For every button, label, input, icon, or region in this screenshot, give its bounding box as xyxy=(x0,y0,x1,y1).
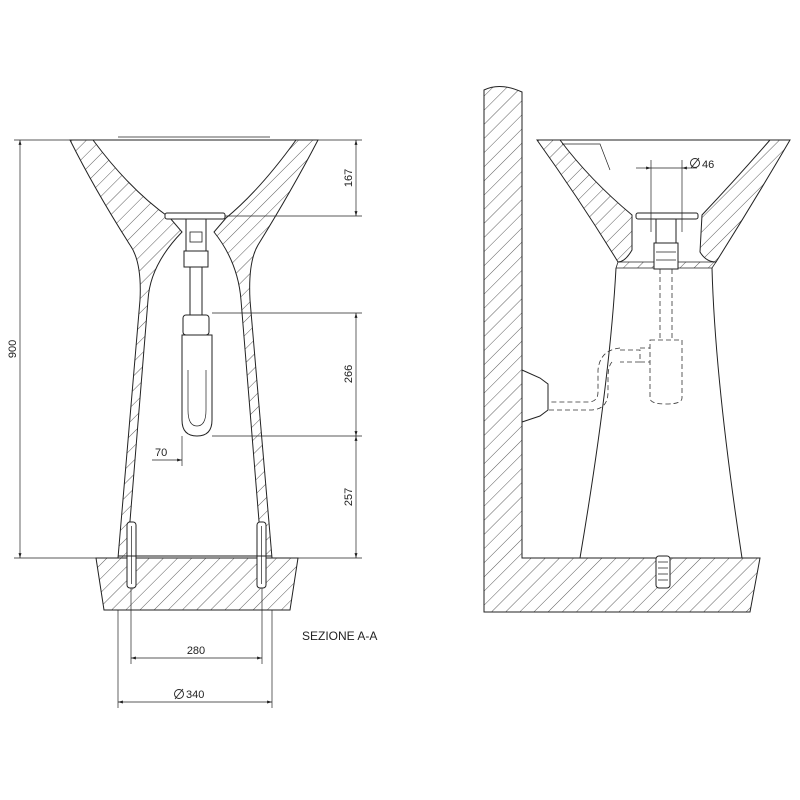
bottle-trap xyxy=(181,334,213,437)
waste-nut-side xyxy=(653,242,679,270)
section-label: SEZIONE A-A xyxy=(302,629,377,643)
waste-body xyxy=(185,218,207,252)
floor-slab xyxy=(95,557,299,611)
dim-base-diameter: 340 xyxy=(186,689,204,701)
trap-nut xyxy=(182,314,210,336)
diameter-icon xyxy=(174,688,184,700)
bowl-left-section xyxy=(536,139,633,263)
hidden-trap xyxy=(548,269,683,411)
wall-flange xyxy=(521,369,549,423)
side-view: 46 xyxy=(483,86,791,613)
trap-pipe xyxy=(189,266,203,323)
anchor-left xyxy=(126,521,137,589)
section-view: 900 167 266 257 70 280 340 xyxy=(7,136,377,708)
diameter-icon-side xyxy=(690,157,700,169)
dim-base-height: 257 xyxy=(343,488,355,506)
dim-trap-height: 266 xyxy=(343,365,355,383)
waste-nut xyxy=(183,250,209,268)
basin-right-section xyxy=(213,139,319,559)
drain-plug xyxy=(164,212,226,220)
drain-plug-side xyxy=(635,212,699,220)
dim-trap-offset: 70 xyxy=(155,447,167,459)
bowl-right-section xyxy=(699,139,791,263)
anchor-right xyxy=(256,521,267,589)
anchor-side xyxy=(655,555,671,589)
dim-waste-diameter: 46 xyxy=(702,159,714,171)
dim-bowl-depth: 167 xyxy=(343,169,355,187)
wall-section xyxy=(483,86,761,613)
pedestal-outline xyxy=(579,267,617,559)
dim-fixing-spacing: 280 xyxy=(187,645,205,657)
dim-total-height: 900 xyxy=(7,340,19,358)
basin-left-section xyxy=(69,139,183,559)
